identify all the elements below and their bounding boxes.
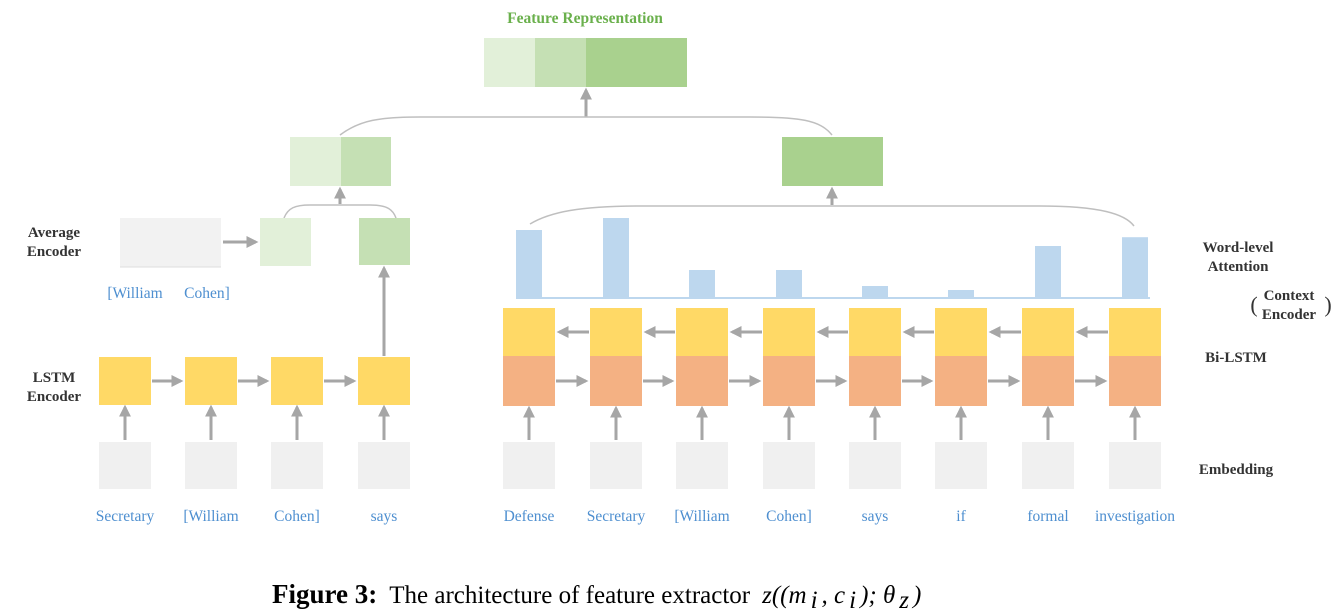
right-embedding-block [763,442,815,489]
right-word: Secretary [587,508,646,525]
caption-math-prefix: z((m [761,582,806,609]
forward-lstm-cell [676,308,728,356]
right-word: formal [1027,508,1068,525]
left-embedding-block [99,442,151,489]
forward-lstm-cell [503,308,555,356]
mention-word-2: Cohen] [184,285,230,302]
right-embedding-block [590,442,642,489]
mention-embedding-block [120,218,221,268]
left-embedding-block [358,442,410,489]
caption-sub-i-1: i [811,587,818,609]
backward-lstm-cell [1022,356,1074,406]
bi-lstm-chain: Defense Secretary [William Cohen] says if form… [503,308,1175,525]
left-embedding-block [185,442,237,489]
context-representation-block [782,137,883,186]
left-embedding-block [271,442,323,489]
caption-text: The architecture of feature extractor [389,582,751,609]
left-lstm-cell [185,357,237,405]
caption-sub-i-2: i [849,587,856,609]
attention-bar [948,290,974,298]
right-embedding-block [1109,442,1161,489]
left-lstm-cell [358,357,410,405]
left-word: Secretary [96,508,155,525]
right-word: investigation [1095,508,1175,525]
caption-sub-z: z [898,587,909,609]
bi-lstm-label: Bi-LSTM [1205,350,1267,366]
feature-representation-block [484,38,687,87]
lstm-encoder-chain: Secretary [William Cohen] says [96,357,410,525]
embedding-label: Embedding [1199,462,1274,478]
backward-lstm-cell [763,356,815,406]
context-encoder-label-line1: Context [1264,288,1315,304]
attention-bar [1122,237,1148,298]
right-word: Cohen] [766,508,812,525]
lstm-encoder-label-line2: Encoder [27,389,82,405]
top-merge-curve [339,116,833,136]
left-word: says [371,508,398,525]
right-embedding-block [935,442,987,489]
forward-lstm-cell [849,308,901,356]
context-encoder-label-line2: Encoder [1262,307,1317,323]
caption-math-mid: , c [822,582,846,609]
caption-math-mid2: ); θ [858,582,895,609]
left-lstm-cell [99,357,151,405]
right-embedding-block [849,442,901,489]
word-level-attention-bars [516,218,1148,298]
right-word: [William [674,508,729,525]
mention-representation-block [290,137,391,186]
backward-lstm-cell [935,356,987,406]
forward-lstm-cell [1022,308,1074,356]
forward-lstm-cell [1109,308,1161,356]
attention-bar [516,230,542,298]
average-output-block [260,218,311,266]
attention-bar [776,270,802,298]
attention-bar [689,270,715,298]
backward-lstm-cell [503,356,555,406]
forward-lstm-cell [763,308,815,356]
word-level-attention-label-line2: Attention [1208,259,1269,275]
right-embedding-block [676,442,728,489]
attention-merge-curve [529,205,1135,227]
left-lstm-cell [271,357,323,405]
left-merge-curve [283,204,397,219]
attention-bar [603,218,629,298]
forward-lstm-cell [590,308,642,356]
left-word: Cohen] [274,508,320,525]
word-level-attention-label-line1: Word-level [1203,240,1274,256]
right-embedding-block [1022,442,1074,489]
feature-representation-title: Feature Representation [507,10,663,27]
figure-caption: Figure 3: The architecture of feature ex… [272,579,921,609]
average-encoder-label-line1: Average [28,225,81,241]
right-word: says [862,508,889,525]
mention-word-1: [William [107,285,162,302]
caption-math-suffix: ) [911,582,921,609]
left-word: [William [183,508,238,525]
attention-bar [1035,246,1061,298]
backward-lstm-cell [590,356,642,406]
average-encoder-label-line2: Encoder [27,244,82,260]
lstm-output-block [359,218,410,265]
backward-lstm-cell [676,356,728,406]
caption-label: Figure 3: [272,579,377,609]
forward-lstm-cell [935,308,987,356]
lstm-encoder-label-line1: LSTM [33,370,76,386]
right-word: Defense [504,508,555,525]
attention-bar [862,286,888,298]
backward-lstm-cell [1109,356,1161,406]
right-word: if [956,508,966,525]
context-encoder-open-paren: ( [1250,292,1257,317]
right-embedding-block [503,442,555,489]
backward-lstm-cell [849,356,901,406]
context-encoder-close-paren: ) [1324,292,1331,317]
